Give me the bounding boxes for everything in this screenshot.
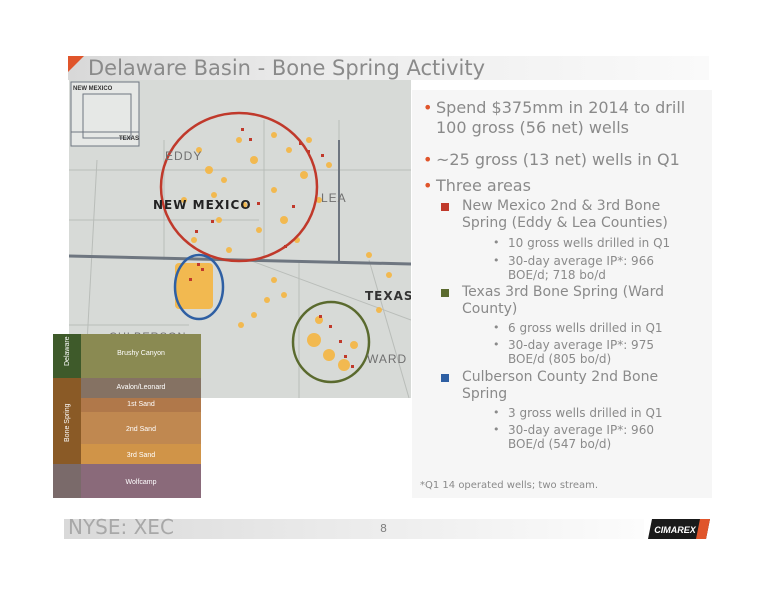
bullet-text: Spend $375mm in 2014 to drill 100 gross …	[436, 98, 686, 137]
bullet-item: • ~25 gross (13 net) wells in Q1	[423, 150, 706, 170]
bullet-panel: • Spend $375mm in 2014 to drill 100 gros…	[412, 90, 712, 498]
area-item: Texas 3rd Bone Spring (Ward County)	[441, 284, 682, 318]
company-logo: CIMAREX	[648, 519, 710, 539]
bullet-dot: •	[423, 98, 433, 117]
detail-dot: •	[493, 254, 500, 267]
strat-layer-wolfcamp: Wolfcamp	[126, 479, 157, 486]
area-detail: • 10 gross wells drilled in Q1	[493, 236, 698, 250]
area-detail: • 6 gross wells drilled in Q1	[493, 321, 698, 335]
county-label-lea: LEA	[321, 191, 347, 205]
strat-layer-avalon: Avalon/Leonard	[117, 384, 166, 391]
footnote: *Q1 14 operated wells; two stream.	[420, 480, 599, 491]
bullet-text: Three areas	[436, 176, 531, 195]
stratigraphic-column: Delaware Bone Spring Brushy Canyon Avalo…	[53, 334, 201, 498]
area-title: Texas 3rd Bone Spring (Ward County)	[462, 284, 665, 317]
county-label-eddy: EDDY	[165, 149, 202, 163]
detail-dot: •	[493, 236, 500, 249]
area-detail-text: 30-day average IP*: 975 BOE/d (805 bo/d)	[508, 338, 654, 366]
slide-title: Delaware Basin - Bone Spring Activity	[88, 56, 486, 80]
state-label-texas: TEXAS	[365, 289, 411, 303]
area-detail-text: 3 gross wells drilled in Q1	[508, 406, 663, 420]
strat-layer-2nd-sand: 2nd Sand	[126, 426, 156, 433]
area-color-square	[441, 203, 449, 211]
area-detail: • 30-day average IP*: 960 BOE/d (547 bo/…	[493, 423, 678, 451]
area-detail: • 3 gross wells drilled in Q1	[493, 406, 698, 420]
page-number: 8	[380, 522, 387, 535]
strat-layer-3rd-sand: 3rd Sand	[127, 452, 156, 459]
inset-label-texas: TEXAS	[119, 136, 139, 142]
area-color-square	[441, 374, 449, 382]
bullet-text: ~25 gross (13 net) wells in Q1	[436, 150, 680, 169]
title-accent-triangle	[68, 56, 84, 72]
detail-dot: •	[493, 321, 500, 334]
footer-bar	[64, 519, 644, 539]
strat-group-delaware: Delaware	[64, 336, 71, 366]
bullet-item: • Spend $375mm in 2014 to drill 100 gros…	[423, 98, 706, 138]
area-detail-text: 6 gross wells drilled in Q1	[508, 321, 663, 335]
logo-text: CIMAREX	[654, 525, 696, 535]
area-detail-text: 30-day average IP*: 960 BOE/d (547 bo/d)	[508, 423, 654, 451]
area-detail: • 30-day average IP*: 966 BOE/d; 718 bo/…	[493, 254, 678, 282]
state-label-new-mexico: NEW MEXICO	[153, 198, 252, 212]
area-title: New Mexico 2nd & 3rd Bone Spring (Eddy &…	[462, 198, 668, 231]
inset-label-new-mexico: NEW MEXICO	[73, 86, 113, 92]
area-color-square	[441, 289, 449, 297]
area-detail-text: 30-day average IP*: 966 BOE/d; 718 bo/d	[508, 254, 654, 282]
strat-group-bone-spring: Bone Spring	[64, 403, 71, 442]
title-bar	[68, 56, 709, 80]
area-item: Culberson County 2nd Bone Spring	[441, 369, 682, 403]
detail-dot: •	[493, 338, 500, 351]
bullet-dot: •	[423, 176, 433, 195]
footer-ticker: NYSE: XEC	[68, 515, 174, 539]
strat-layer-1st-sand: 1st Sand	[127, 401, 155, 408]
county-label-ward: WARD	[367, 352, 407, 366]
detail-dot: •	[493, 423, 500, 436]
detail-dot: •	[493, 406, 500, 419]
bullet-dot: •	[423, 150, 433, 169]
area-detail-text: 10 gross wells drilled in Q1	[508, 236, 671, 250]
bullet-item: • Three areas	[423, 176, 706, 196]
strat-layer-brushy-canyon: Brushy Canyon	[117, 350, 165, 357]
area-item: New Mexico 2nd & 3rd Bone Spring (Eddy &…	[441, 198, 682, 232]
area-detail: • 30-day average IP*: 975 BOE/d (805 bo/…	[493, 338, 678, 366]
area-title: Culberson County 2nd Bone Spring	[462, 369, 659, 402]
